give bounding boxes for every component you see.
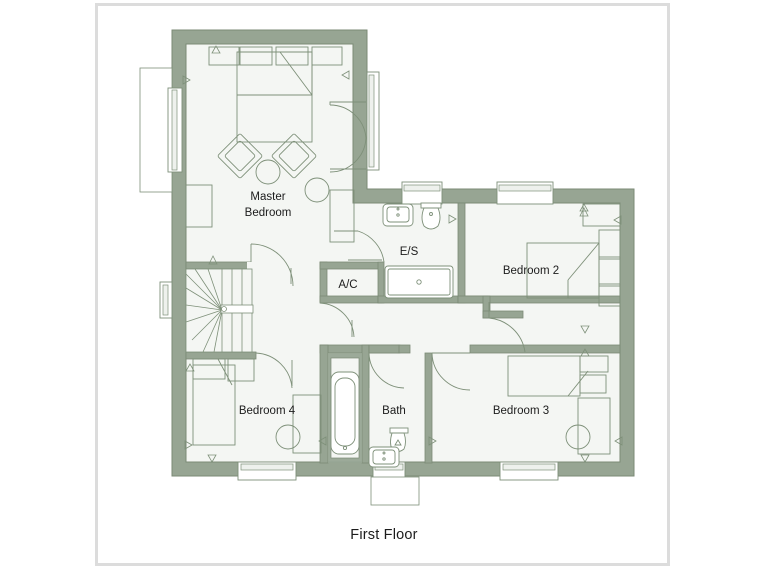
bedroom2-furniture [526,203,621,307]
basin-ensuite [382,203,414,227]
bedroom3-furniture [507,355,611,455]
label-master-line1: Master [250,191,285,203]
window-master-right [366,71,380,171]
window-es-top [401,181,443,205]
ensuite-fixtures [382,202,454,299]
door-master-entry [250,243,294,287]
window-bedroom2-top [496,181,554,205]
door-ensuite [334,230,385,263]
room-labels: Master Bedroom E/S A/C Bedroom 2 Bedroom… [239,191,559,417]
master-doors [250,101,367,287]
exterior-walls [171,29,635,477]
label-bath: Bath [382,405,406,417]
bath-fixtures [330,371,409,468]
basin-bath [368,446,400,468]
window-bedroom4-bottom [237,461,297,481]
label-bedroom-4: Bedroom 4 [239,405,296,417]
label-bedroom-3: Bedroom 3 [493,405,549,417]
label-bedroom-2: Bedroom 2 [503,265,559,277]
door-bedroom2 [488,302,526,353]
label-ensuite: E/S [400,246,419,258]
label-master-line2: Bedroom [245,207,292,219]
door-bath [368,352,405,389]
door-bedroom3 [431,352,471,391]
label-airing-cupboard: A/C [338,279,357,291]
direction-markers [182,45,623,463]
windows [139,67,559,506]
staircase [185,268,254,353]
window-master-left [139,67,183,193]
door-master-wardrobe-upper [329,101,367,139]
wc-ensuite [420,202,442,230]
master-bedroom-furniture [185,46,355,243]
shower-tray-ensuite [384,265,454,299]
door-master-wardrobe-lower [329,137,367,173]
door-bedroom4 [255,352,293,389]
window-bedroom3-bottom [499,461,559,481]
window-landing-left [159,281,173,319]
floor-title: First Floor [350,527,418,543]
door-airing-cupboard [319,302,355,338]
bath-tub [330,371,360,455]
